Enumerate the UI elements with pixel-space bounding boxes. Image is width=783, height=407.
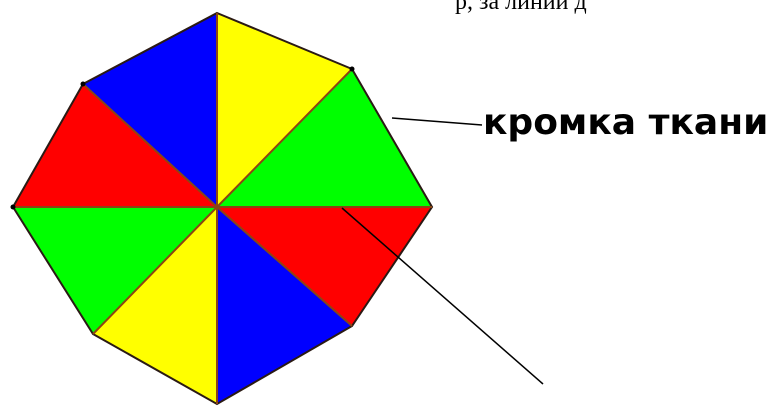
vertex-dot	[81, 82, 86, 87]
edge-label-text: кромка ткани	[483, 103, 768, 143]
edge-leader-line	[392, 118, 482, 125]
vertex-dot	[350, 67, 355, 72]
vertex-dot	[11, 205, 16, 210]
